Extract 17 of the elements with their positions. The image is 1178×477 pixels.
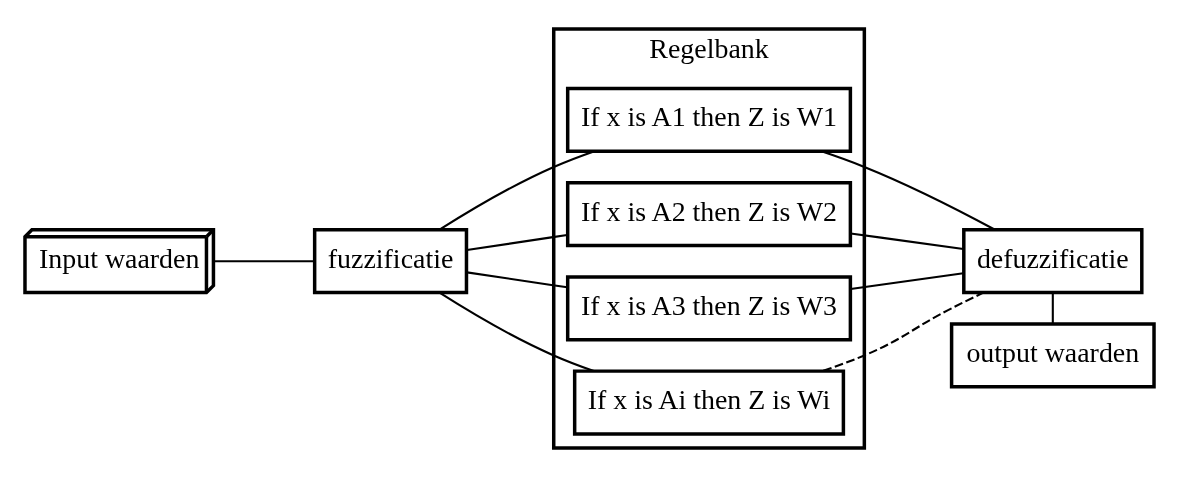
connector [438, 150, 594, 231]
node-box: If x is A2 then Z is W2 [565, 180, 852, 248]
connector [822, 291, 984, 372]
node-box: defuzzificatie [961, 228, 1144, 295]
connector [850, 272, 963, 290]
connector [820, 150, 995, 231]
connector [850, 232, 963, 251]
connector [1051, 292, 1054, 324]
node-box: If x is Ai then Z is Wi [572, 369, 845, 436]
node-box: output waarden [949, 322, 1156, 389]
connector [438, 291, 594, 372]
connector [213, 260, 315, 263]
node-box: fuzzificatie [312, 228, 468, 295]
connector [466, 234, 567, 252]
node-box: If x is A1 then Z is W1 [565, 86, 852, 153]
node-box: If x is A3 then Z is W3 [565, 275, 852, 342]
connector [466, 271, 567, 289]
